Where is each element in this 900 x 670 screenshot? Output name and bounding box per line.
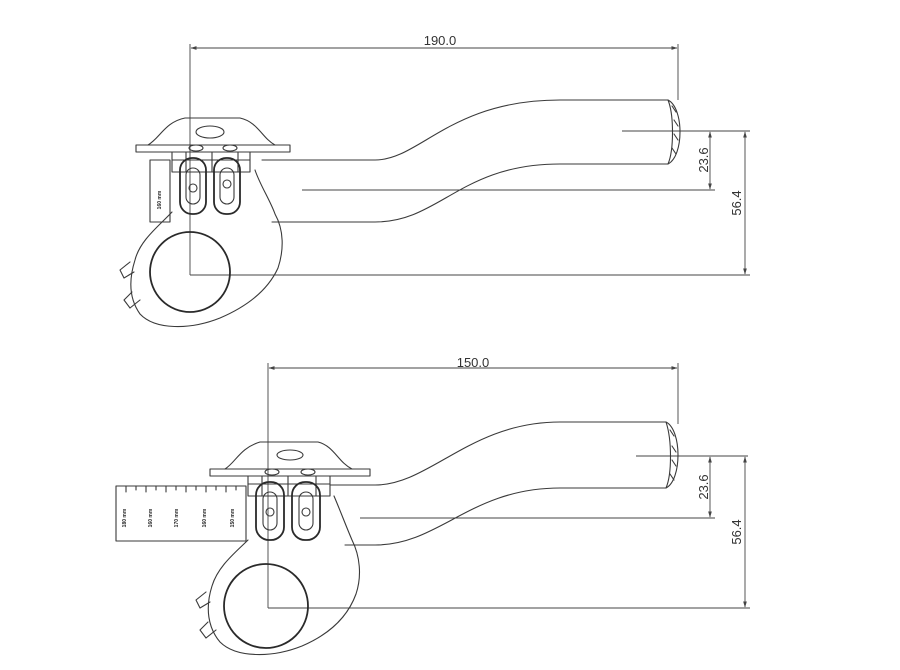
- bar-end-detail-bottom: [669, 429, 677, 481]
- extension-tube-top: [261, 99, 673, 223]
- scale-label-top: 160 mm: [157, 190, 163, 209]
- mount-bracket-bottom: [209, 441, 371, 497]
- handlebar-hole-bottom: [223, 563, 309, 649]
- mount-bracket-top: [135, 117, 291, 173]
- extension-tube-bottom: [329, 421, 671, 546]
- scale-label-5: 150 mm: [230, 508, 236, 527]
- length-dimension-bottom: 150.0: [267, 355, 679, 608]
- rise-small-label-top: 23.6: [696, 147, 711, 172]
- clamp-body-top: [130, 169, 283, 328]
- clamp-bolt-top: [119, 261, 141, 309]
- adjustment-slots-top: [179, 157, 241, 215]
- rise-total-dimension-top: 56.4: [190, 130, 750, 276]
- aerobar-extension-top-view: 190.0 23.6 56.4: [119, 33, 750, 328]
- clamp-body-bottom: [207, 495, 361, 656]
- length-label-top: 190.0: [424, 33, 457, 48]
- rise-small-label-bottom: 23.6: [696, 474, 711, 499]
- rise-small-dimension-top: 23.6: [302, 130, 715, 191]
- scale-label-2: 160 mm: [148, 508, 154, 527]
- rise-total-dimension-bottom: 56.4: [268, 456, 750, 609]
- aerobar-extension-bottom-view: 150.0 23.6 56.4: [115, 355, 750, 656]
- scale-label-1: 180 mm: [122, 508, 128, 527]
- bar-end-detail-top: [671, 105, 679, 155]
- rise-total-label-bottom: 56.4: [729, 519, 744, 544]
- length-dimension-top: 190.0: [189, 33, 679, 275]
- adjustment-slots-bottom: [255, 481, 321, 541]
- scale-label-4: 160 mm: [202, 508, 208, 527]
- bar-end-cap-top: [667, 99, 681, 165]
- rise-small-dimension-bottom: 23.6: [360, 455, 748, 519]
- clamp-bolt-bottom: [195, 591, 217, 639]
- scale-label-3: 170 mm: [174, 508, 180, 527]
- rise-total-label-top: 56.4: [729, 190, 744, 215]
- length-scale-top: 160 mm: [149, 159, 171, 223]
- length-scale-bottom: 180 mm 160 mm 170 mm 160 mm 150 mm: [115, 485, 247, 542]
- bar-end-cap-bottom: [665, 421, 679, 489]
- handlebar-hole-top: [149, 231, 231, 313]
- length-label-bottom: 150.0: [457, 355, 490, 370]
